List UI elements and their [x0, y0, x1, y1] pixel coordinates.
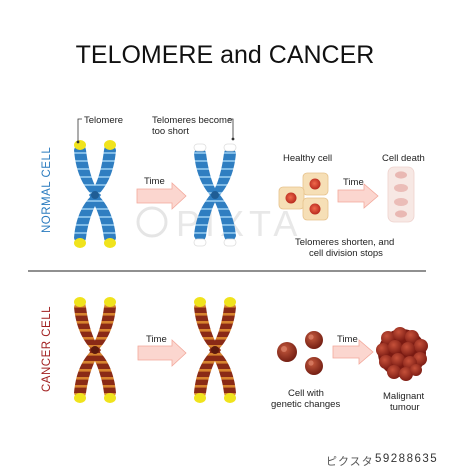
- short-telomere: [223, 238, 237, 247]
- page-title: TELOMERE and CANCER: [76, 41, 375, 69]
- genetic-change-cells: [277, 331, 323, 375]
- telomere-note-line-1: Telomeres shorten, and: [295, 237, 394, 248]
- telomere-pointer: [77, 118, 82, 141]
- telomere-cap: [104, 238, 116, 248]
- normal-chromosome-short: [193, 143, 237, 247]
- cancer-time-label-1: Time: [146, 334, 167, 345]
- dying-cells: [387, 166, 415, 223]
- tumour-label-2: tumour: [390, 402, 420, 413]
- telomere-cap: [194, 297, 206, 307]
- telomere-cap: [104, 297, 116, 307]
- short-telomere-pointer: [228, 118, 234, 138]
- telomere-cap: [224, 393, 236, 403]
- genetic-cell-label-1: Cell with: [288, 388, 324, 399]
- footer-brand: ピクスタ: [326, 456, 374, 468]
- cancer-time-label-2: Time: [337, 334, 358, 345]
- cancer-time-arrow-2: [332, 339, 374, 365]
- telomere-cap: [224, 297, 236, 307]
- short-telomere-label-1: Telomeres become: [152, 115, 232, 126]
- short-telomere-label-2: too short: [152, 126, 189, 137]
- genetic-cell-label-2: genetic changes: [271, 399, 340, 410]
- short-telomere: [193, 238, 207, 247]
- telomere-cap: [104, 140, 116, 150]
- normal-chromosome-long: [74, 140, 116, 248]
- cancer-chromosome-2: [194, 297, 236, 403]
- stock-footer: ピクスタ 59288635: [0, 451, 450, 469]
- malignant-tumour: [376, 327, 428, 381]
- normal-time-label-2: Time: [343, 177, 364, 188]
- telomere-pointer-dot: [76, 140, 80, 144]
- cell-death-label: Cell death: [382, 153, 425, 164]
- tumour-label-1: Malignant: [383, 391, 425, 402]
- short-telomere-pointer-dot: [231, 137, 235, 141]
- telomere-label: Telomere: [84, 115, 123, 126]
- short-telomere: [223, 143, 237, 152]
- telomere-cap: [74, 140, 86, 150]
- normal-time-label-1: Time: [144, 176, 165, 187]
- telomere-note-line-2: cell division stops: [309, 248, 383, 259]
- footer-stock-number: 59288635: [375, 453, 439, 465]
- telomere-cap: [74, 297, 86, 307]
- healthy-cell-label: Healthy cell: [283, 153, 332, 164]
- telomere-cap: [104, 393, 116, 403]
- normal-cell-side-label: NORMAL CELL: [41, 147, 53, 233]
- normal-time-arrow-2: [337, 183, 379, 209]
- telomere-cap: [74, 393, 86, 403]
- cancer-chromosome-1: [74, 297, 116, 403]
- cancer-time-arrow-1: [137, 339, 187, 367]
- healthy-cells: [278, 172, 329, 221]
- telomere-cap: [194, 393, 206, 403]
- normal-time-arrow-1: [136, 182, 187, 210]
- cancer-cell-side-label: CANCER CELL: [41, 306, 53, 392]
- short-telomere: [193, 143, 207, 152]
- telomere-cap: [74, 238, 86, 248]
